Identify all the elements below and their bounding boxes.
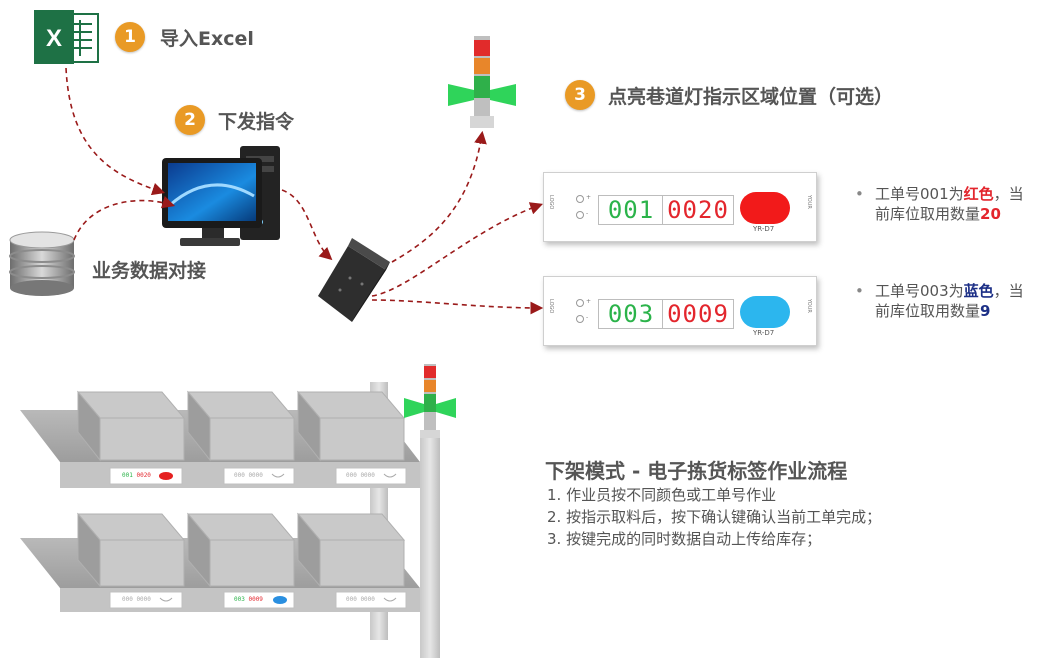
bullet-icon: • bbox=[855, 282, 864, 300]
shelf-label-row1-active: 001 0020 bbox=[122, 472, 151, 479]
bullet-icon: • bbox=[855, 185, 864, 203]
shelf-label-idle: 000 0000 bbox=[346, 596, 375, 603]
panel-side-text: LOGO bbox=[548, 195, 554, 210]
confirm-button-red[interactable] bbox=[740, 192, 790, 224]
note-order-001: • 工单号001为红色，当 前库位取用数量20 bbox=[855, 185, 1024, 223]
plus-mark: + bbox=[586, 194, 592, 201]
confirm-button-blue[interactable] bbox=[740, 296, 790, 328]
shelf-label-idle: 000 0000 bbox=[122, 596, 151, 603]
shelf-label-idle: 000 0000 bbox=[234, 472, 263, 479]
pick-label-panel-1: LOGO + - 001 0020 YR-D7 YOUR bbox=[543, 172, 817, 242]
step-badge-1: 1 bbox=[115, 22, 145, 52]
excel-icon bbox=[34, 10, 99, 64]
panel-side-text: YOUR bbox=[806, 195, 812, 209]
step-label-2: 下发指令 bbox=[218, 111, 295, 133]
flow-step-1: 1. 作业员按不同颜色或工单号作业 bbox=[547, 486, 777, 504]
minus-mark: - bbox=[586, 314, 589, 321]
indicator-dot bbox=[576, 315, 584, 323]
quantity-value: 9 bbox=[980, 302, 991, 320]
model-label: YR-D7 bbox=[753, 225, 775, 233]
color-word-red: 红色 bbox=[963, 185, 994, 203]
computer-icon bbox=[162, 146, 280, 246]
indicator-dot bbox=[576, 299, 584, 307]
note-order-003: • 工单号003为蓝色，当 前库位取用数量9 bbox=[855, 282, 1024, 320]
model-label: YR-D7 bbox=[753, 329, 775, 337]
order-number-display: 001 bbox=[598, 195, 664, 225]
panel-side-text: LOGO bbox=[548, 299, 554, 314]
shelf-label-row2-active: 003 0009 bbox=[234, 596, 263, 603]
minus-mark: - bbox=[586, 210, 589, 217]
indicator-dot bbox=[576, 211, 584, 219]
order-number-display: 003 bbox=[598, 299, 664, 329]
pick-label-panel-2: LOGO + - 003 0009 YR-D7 YOUR bbox=[543, 276, 817, 346]
step-badge-2: 2 bbox=[175, 105, 205, 135]
excel-icon-letter: X bbox=[46, 25, 62, 52]
flow-step-2: 2. 按指示取料后，按下确认键确认当前工单完成； bbox=[547, 508, 882, 526]
step-badge-3: 3 bbox=[565, 80, 595, 110]
business-data-label: 业务数据对接 bbox=[92, 260, 207, 282]
quantity-display: 0009 bbox=[662, 299, 734, 329]
panel-side-text: YOUR bbox=[806, 299, 812, 313]
quantity-value: 20 bbox=[980, 205, 1001, 223]
color-word-blue: 蓝色 bbox=[963, 282, 994, 300]
plus-mark: + bbox=[586, 298, 592, 305]
controller-box-icon bbox=[318, 238, 390, 322]
quantity-display: 0020 bbox=[662, 195, 734, 225]
flow-title: 下架模式 - 电子拣货标签作业流程 bbox=[545, 459, 848, 483]
flow-arrows bbox=[65, 67, 544, 315]
flow-step-3: 3. 按键完成的同时数据自动上传给库存； bbox=[547, 530, 822, 548]
step-label-3: 点亮巷道灯指示区域位置（可选） bbox=[608, 86, 894, 108]
signal-tower-icon bbox=[448, 36, 516, 128]
shelf-label-idle: 000 0000 bbox=[346, 472, 375, 479]
database-icon bbox=[9, 231, 75, 296]
step-label-1: 导入Excel bbox=[160, 28, 254, 50]
indicator-dot bbox=[576, 195, 584, 203]
shelf-rack bbox=[20, 364, 456, 658]
